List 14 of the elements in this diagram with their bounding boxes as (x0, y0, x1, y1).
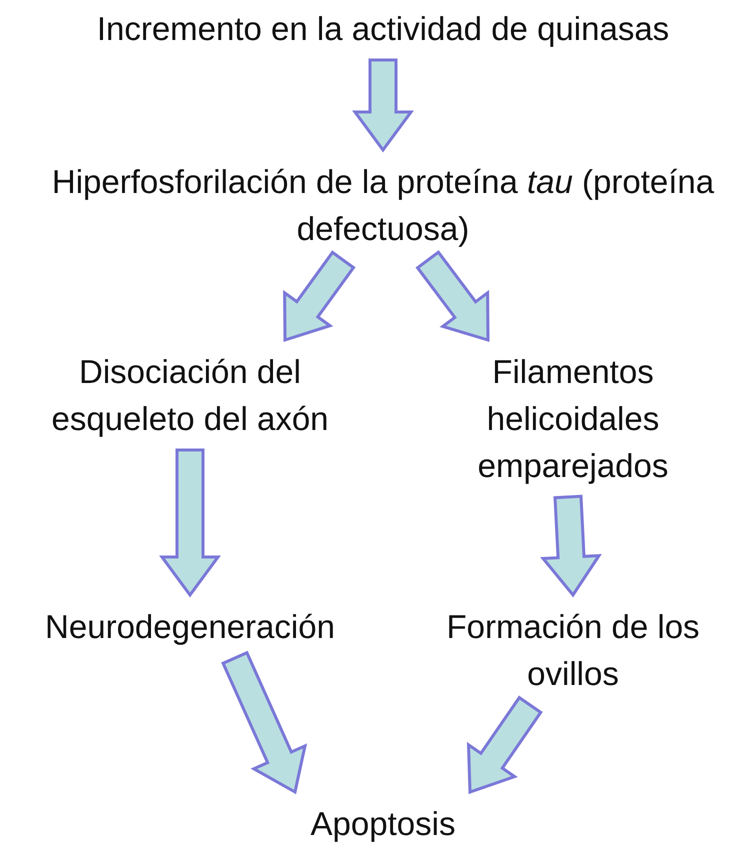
block-arrow (466, 696, 543, 794)
block-arrow (352, 58, 414, 153)
block-arrow (159, 448, 221, 598)
block-arrow (540, 494, 602, 598)
step-text: Incremento en la actividad de quinasas (96, 9, 670, 49)
block-arrow (221, 650, 308, 794)
block-arrow (416, 250, 490, 342)
step-text: Neurodegeneración (44, 607, 336, 647)
step-text: Disociación del esqueleto del axón (50, 352, 330, 439)
step-text: Formación de los ovillos (445, 607, 701, 694)
step-text: Apoptosis (310, 804, 456, 844)
block-arrow (283, 250, 356, 342)
step-text: Hiperfosforilación de la proteína tau (proteína defectuosa) (50, 162, 716, 249)
step-text: Filamentos helicoidales emparejados (476, 352, 670, 486)
